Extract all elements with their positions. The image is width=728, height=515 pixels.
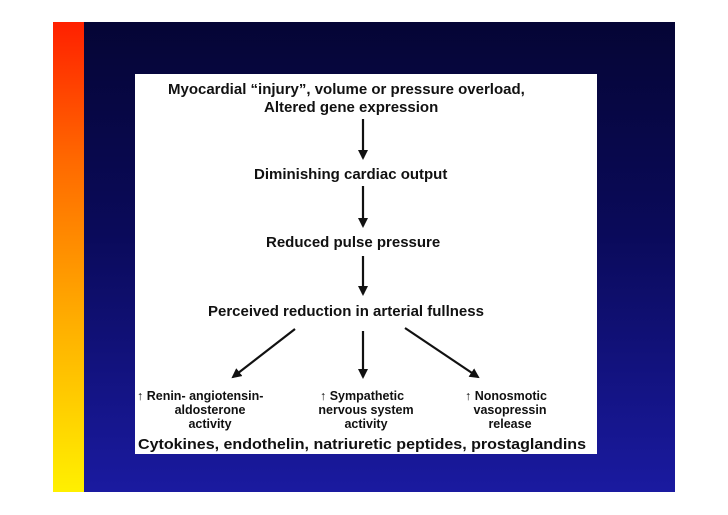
arrow-to-vasopressin [404,327,480,379]
accent-bar [53,22,84,492]
step-diminishing-output: Diminishing cardiac output [254,166,447,183]
vasopressin-line-1: ↑ Nonosmotic [465,389,547,403]
sympathetic-line-3: activity [344,417,387,431]
flowchart-svg: Myocardial “injury”, volume or pressure … [137,81,586,453]
flowchart-figure: Myocardial “injury”, volume or pressure … [135,74,597,454]
bottom-mediators: Cytokines, endothelin, natriuretic pepti… [138,436,586,453]
slide-background: Myocardial “injury”, volume or pressure … [53,22,675,492]
step-reduced-pulse: Reduced pulse pressure [266,234,440,251]
sympathetic-line-1: ↑ Sympathetic [320,389,404,403]
raas-line-3: activity [188,417,231,431]
sympathetic-line-2: nervous system [318,403,413,417]
vasopressin-line-2: vasopressin [474,403,547,417]
top-line-2: Altered gene expression [264,99,438,116]
raas-line-1: ↑ Renin- angiotensin- [137,389,263,403]
arrow-to-raas [231,328,296,379]
raas-line-2: aldosterone [175,403,246,417]
vasopressin-line-3: release [488,417,531,431]
top-line-1: Myocardial “injury”, volume or pressure … [168,81,525,98]
step-perceived-reduction: Perceived reduction in arterial fullness [208,303,484,320]
